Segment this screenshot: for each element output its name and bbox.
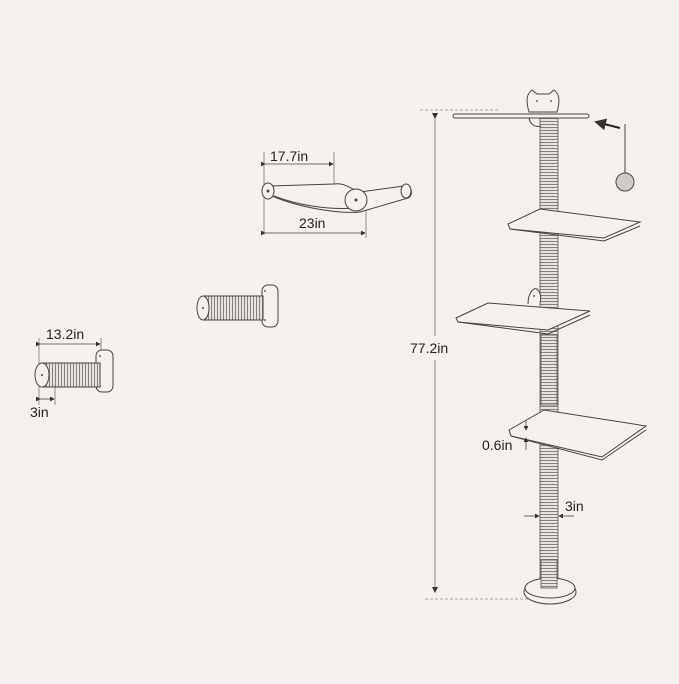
step-diameter-label: 3in [30, 404, 49, 420]
step-length-label: 13.2in [46, 326, 85, 342]
hammock-inner-width-label: 17.7in [270, 148, 309, 164]
platform-thickness-label: 0.6in [482, 437, 513, 453]
cat-tree [420, 89, 648, 605]
tree-height-label: 77.2in [410, 340, 449, 356]
hammock-bed [261, 152, 412, 238]
hammock-overall-width-label: 23in [299, 215, 326, 231]
post-diameter-label: 3in [565, 498, 584, 514]
wall-scratching-post [196, 284, 279, 328]
wall-scratching-step [34, 338, 114, 405]
